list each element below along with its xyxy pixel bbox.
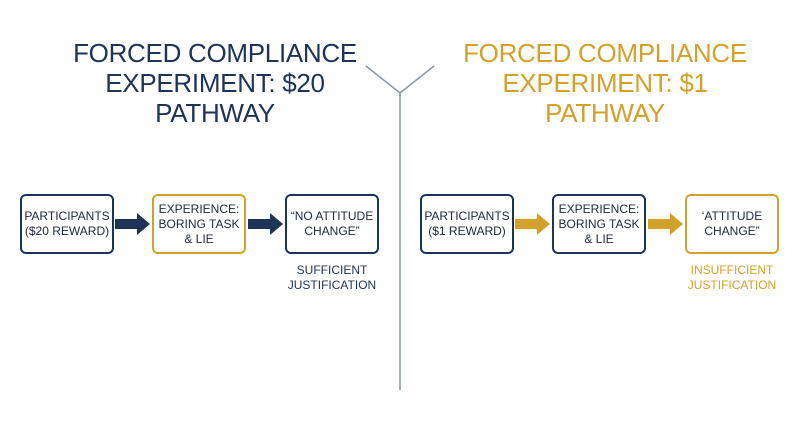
left-outcome-line2: CHANGE” <box>304 224 360 238</box>
left-title-line1: FORCED COMPLIANCE <box>73 38 357 68</box>
right-participants-line2: ($1 REWARD) <box>428 224 506 238</box>
left-arrow-1-icon <box>115 213 150 235</box>
right-justification-line1: INSUFFICIENT <box>690 263 774 277</box>
left-participants-line2: ($20 REWARD) <box>24 224 110 238</box>
left-outcome-box: “NO ATTITUDE CHANGE” <box>285 194 379 254</box>
left-experience-line2: BORING TASK <box>158 216 240 231</box>
left-arrow-2-icon <box>248 213 283 235</box>
left-experience-line1: EXPERIENCE: <box>158 201 240 216</box>
divider-left-branch <box>365 65 401 94</box>
right-justification-line2: JUSTIFICATION <box>687 278 777 292</box>
right-title-line1: FORCED COMPLIANCE <box>463 38 747 68</box>
left-experience-line3: & LIE <box>184 231 214 246</box>
left-outcome-line1: “NO ATTITUDE <box>290 209 374 223</box>
right-participants-line1: PARTICIPANTS <box>424 209 510 223</box>
right-arrow-1-icon <box>515 213 550 235</box>
right-experience-box: EXPERIENCE: BORING TASK & LIE <box>552 194 646 254</box>
right-title: FORCED COMPLIANCE EXPERIMENT: $1 PATHWAY <box>440 38 770 128</box>
left-title: FORCED COMPLIANCE EXPERIMENT: $20 PATHWA… <box>50 38 380 128</box>
divider-right-branch <box>399 65 435 94</box>
right-outcome-line1: ‘ATTITUDE <box>701 209 763 223</box>
left-title-line2: EXPERIMENT: $20 PATHWAY <box>105 68 325 128</box>
right-justification-label: INSUFFICIENT JUSTIFICATION <box>677 263 787 293</box>
right-title-line2: EXPERIMENT: $1 PATHWAY <box>502 68 708 128</box>
right-arrow-2-icon <box>648 213 683 235</box>
right-participants-box: PARTICIPANTS ($1 REWARD) <box>420 194 514 254</box>
left-experience-box: EXPERIENCE: BORING TASK & LIE <box>152 194 246 254</box>
right-experience-line2: BORING TASK <box>558 216 640 231</box>
left-participants-box: PARTICIPANTS ($20 REWARD) <box>20 194 114 254</box>
right-experience-line1: EXPERIENCE: <box>558 201 640 216</box>
left-justification-line1: SUFFICIENT <box>296 263 368 277</box>
right-outcome-line2: CHANGE” <box>704 224 760 238</box>
left-justification-label: SUFFICIENT JUSTIFICATION <box>277 263 387 293</box>
left-participants-line1: PARTICIPANTS <box>24 209 110 223</box>
right-experience-line3: & LIE <box>584 231 614 246</box>
left-justification-line2: JUSTIFICATION <box>287 278 377 292</box>
right-outcome-box: ‘ATTITUDE CHANGE” <box>685 194 779 254</box>
